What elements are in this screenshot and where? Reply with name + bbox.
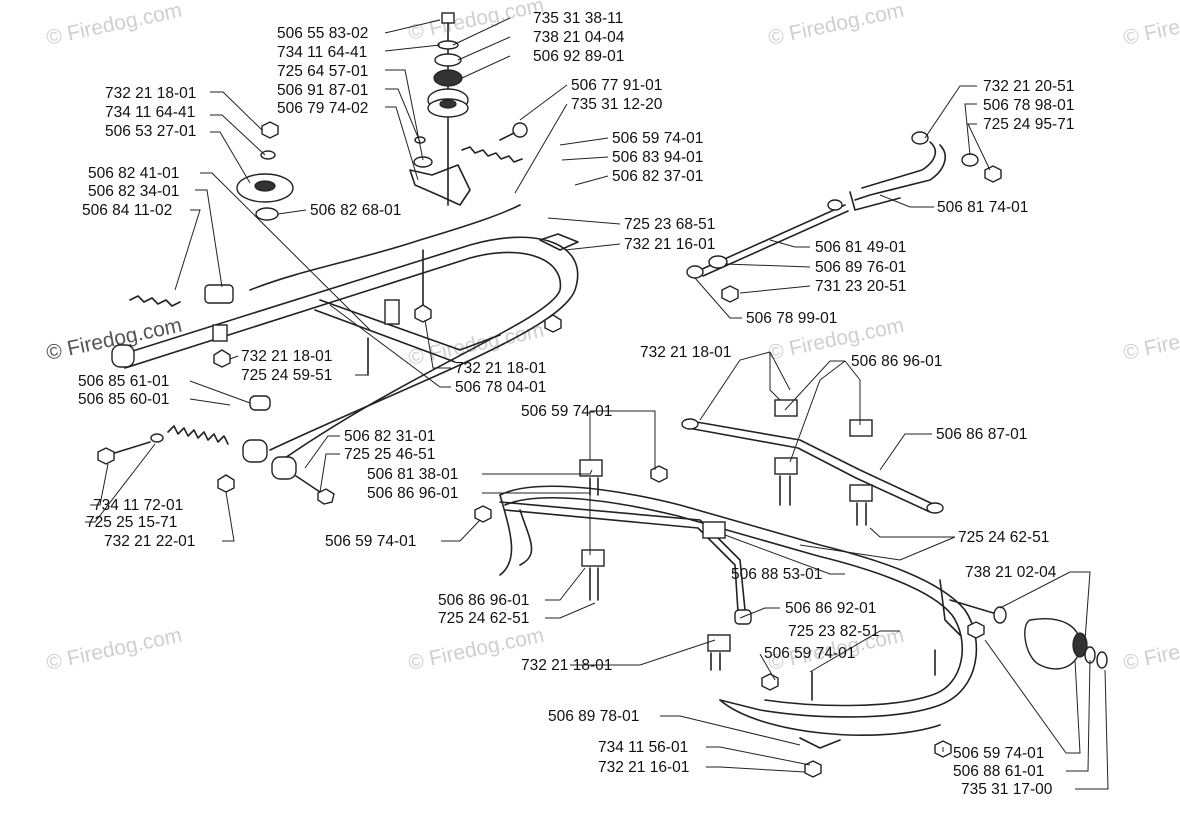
part-number-label: 732 21 18-01 xyxy=(105,85,196,102)
part-number-label: 506 82 34-01 xyxy=(88,183,179,200)
part-number-label: 506 84 11-02 xyxy=(82,202,172,219)
part-number-label: 731 23 20-51 xyxy=(815,278,906,295)
part-number-label: 506 83 94-01 xyxy=(612,149,703,166)
part-number-label: 732 21 18-01 xyxy=(521,657,612,674)
part-number-label: 506 59 74-01 xyxy=(953,745,1044,762)
part-number-label: 732 21 18-01 xyxy=(455,360,546,377)
idler-pulley xyxy=(236,121,521,291)
part-number-label: 735 31 38-11 xyxy=(533,10,623,27)
part-number-label: 506 91 87-01 xyxy=(277,82,368,99)
part-number-label: 725 64 57-01 xyxy=(277,63,368,80)
part-number-label: 732 21 18-01 xyxy=(640,344,731,361)
part-labels: 506 55 83-02 734 11 64-41 725 64 57-01 5… xyxy=(78,10,1074,798)
upper-pulley-stack xyxy=(409,12,528,206)
part-number-label: 734 11 64-41 xyxy=(277,44,367,61)
part-number-label: 732 21 16-01 xyxy=(598,759,689,776)
part-number-label: 506 86 96-01 xyxy=(367,485,458,502)
part-number-label: 738 21 02-04 xyxy=(965,564,1057,581)
part-number-label: 506 59 74-01 xyxy=(764,645,855,662)
part-number-label: 506 92 89-01 xyxy=(533,48,624,65)
part-number-label: 506 59 74-01 xyxy=(521,403,612,420)
part-number-label: 506 59 74-01 xyxy=(612,130,703,147)
part-number-label: 506 78 98-01 xyxy=(983,97,1074,114)
part-number-label: 725 25 46-51 xyxy=(344,446,435,463)
part-number-label: 734 11 56-01 xyxy=(598,739,688,756)
part-number-label: 506 78 99-01 xyxy=(746,310,837,327)
part-number-label: 506 82 41-01 xyxy=(88,165,179,182)
part-number-label: 732 21 16-01 xyxy=(624,236,715,253)
part-number-label: 506 79 74-02 xyxy=(277,100,368,117)
part-number-label: 734 11 64-41 xyxy=(105,104,195,121)
part-number-label: 506 78 04-01 xyxy=(455,379,546,396)
mower-deck xyxy=(474,399,1108,778)
watermark: © Firedog.com xyxy=(1121,314,1180,365)
watermark: © Firedog.com xyxy=(1121,0,1180,50)
part-number-label: 506 85 61-01 xyxy=(78,373,169,390)
part-number-label: 734 11 72-01 xyxy=(93,497,183,514)
part-number-label: 725 23 82-51 xyxy=(788,623,879,640)
right-linkage xyxy=(686,131,1002,303)
watermark: © Firedog.com xyxy=(406,0,546,45)
part-number-label: 506 86 92-01 xyxy=(785,600,876,617)
part-number-label: 506 59 74-01 xyxy=(325,533,416,550)
part-number-label: 506 86 96-01 xyxy=(851,353,942,370)
part-number-label: 738 21 04-04 xyxy=(533,29,625,46)
part-number-label: 506 89 78-01 xyxy=(548,708,639,725)
part-number-label: 506 88 61-01 xyxy=(953,763,1044,780)
leader-lines xyxy=(85,17,1109,790)
part-number-label: 725 25 15-71 xyxy=(86,514,177,531)
part-number-label: 725 24 62-51 xyxy=(438,610,529,627)
part-number-label: 506 86 96-01 xyxy=(438,592,529,609)
watermark: © Firedog.com xyxy=(44,0,184,50)
part-number-label: 506 89 76-01 xyxy=(815,259,906,276)
watermark: © Firedog.com xyxy=(1121,624,1180,675)
part-number-label: 506 53 27-01 xyxy=(105,123,196,140)
part-number-label: 732 21 20-51 xyxy=(983,78,1074,95)
watermark: © Firedog.com xyxy=(766,0,906,50)
part-number-label: 506 82 68-01 xyxy=(310,202,401,219)
part-number-label: 725 24 62-51 xyxy=(958,529,1049,546)
parts-artwork xyxy=(97,12,1108,778)
main-u-frame xyxy=(111,233,579,480)
part-number-label: 506 82 31-01 xyxy=(344,428,435,445)
part-number-label: 506 81 49-01 xyxy=(815,239,906,256)
part-number-label: 735 31 17-00 xyxy=(961,781,1053,798)
part-number-label: 506 55 83-02 xyxy=(277,25,368,42)
part-number-label: 732 21 22-01 xyxy=(104,533,195,550)
watermark: © Firedog.com xyxy=(44,624,184,675)
part-number-label: 506 85 60-01 xyxy=(78,391,169,408)
part-number-label: 506 82 37-01 xyxy=(612,168,703,185)
part-number-label: 506 86 87-01 xyxy=(936,426,1027,443)
part-number-label: 732 21 18-01 xyxy=(241,348,332,365)
part-number-label: 725 24 95-71 xyxy=(983,116,1074,133)
part-number-label: 506 81 38-01 xyxy=(367,466,458,483)
part-number-label: 735 31 12-20 xyxy=(571,96,663,113)
part-number-label: 506 81 74-01 xyxy=(937,199,1028,216)
part-number-label: 506 88 53-01 xyxy=(731,566,822,583)
tension-spring xyxy=(97,395,335,505)
part-number-label: 506 77 91-01 xyxy=(571,77,662,94)
part-number-label: 725 23 68-51 xyxy=(624,216,715,233)
part-number-label: 725 24 59-51 xyxy=(241,367,332,384)
